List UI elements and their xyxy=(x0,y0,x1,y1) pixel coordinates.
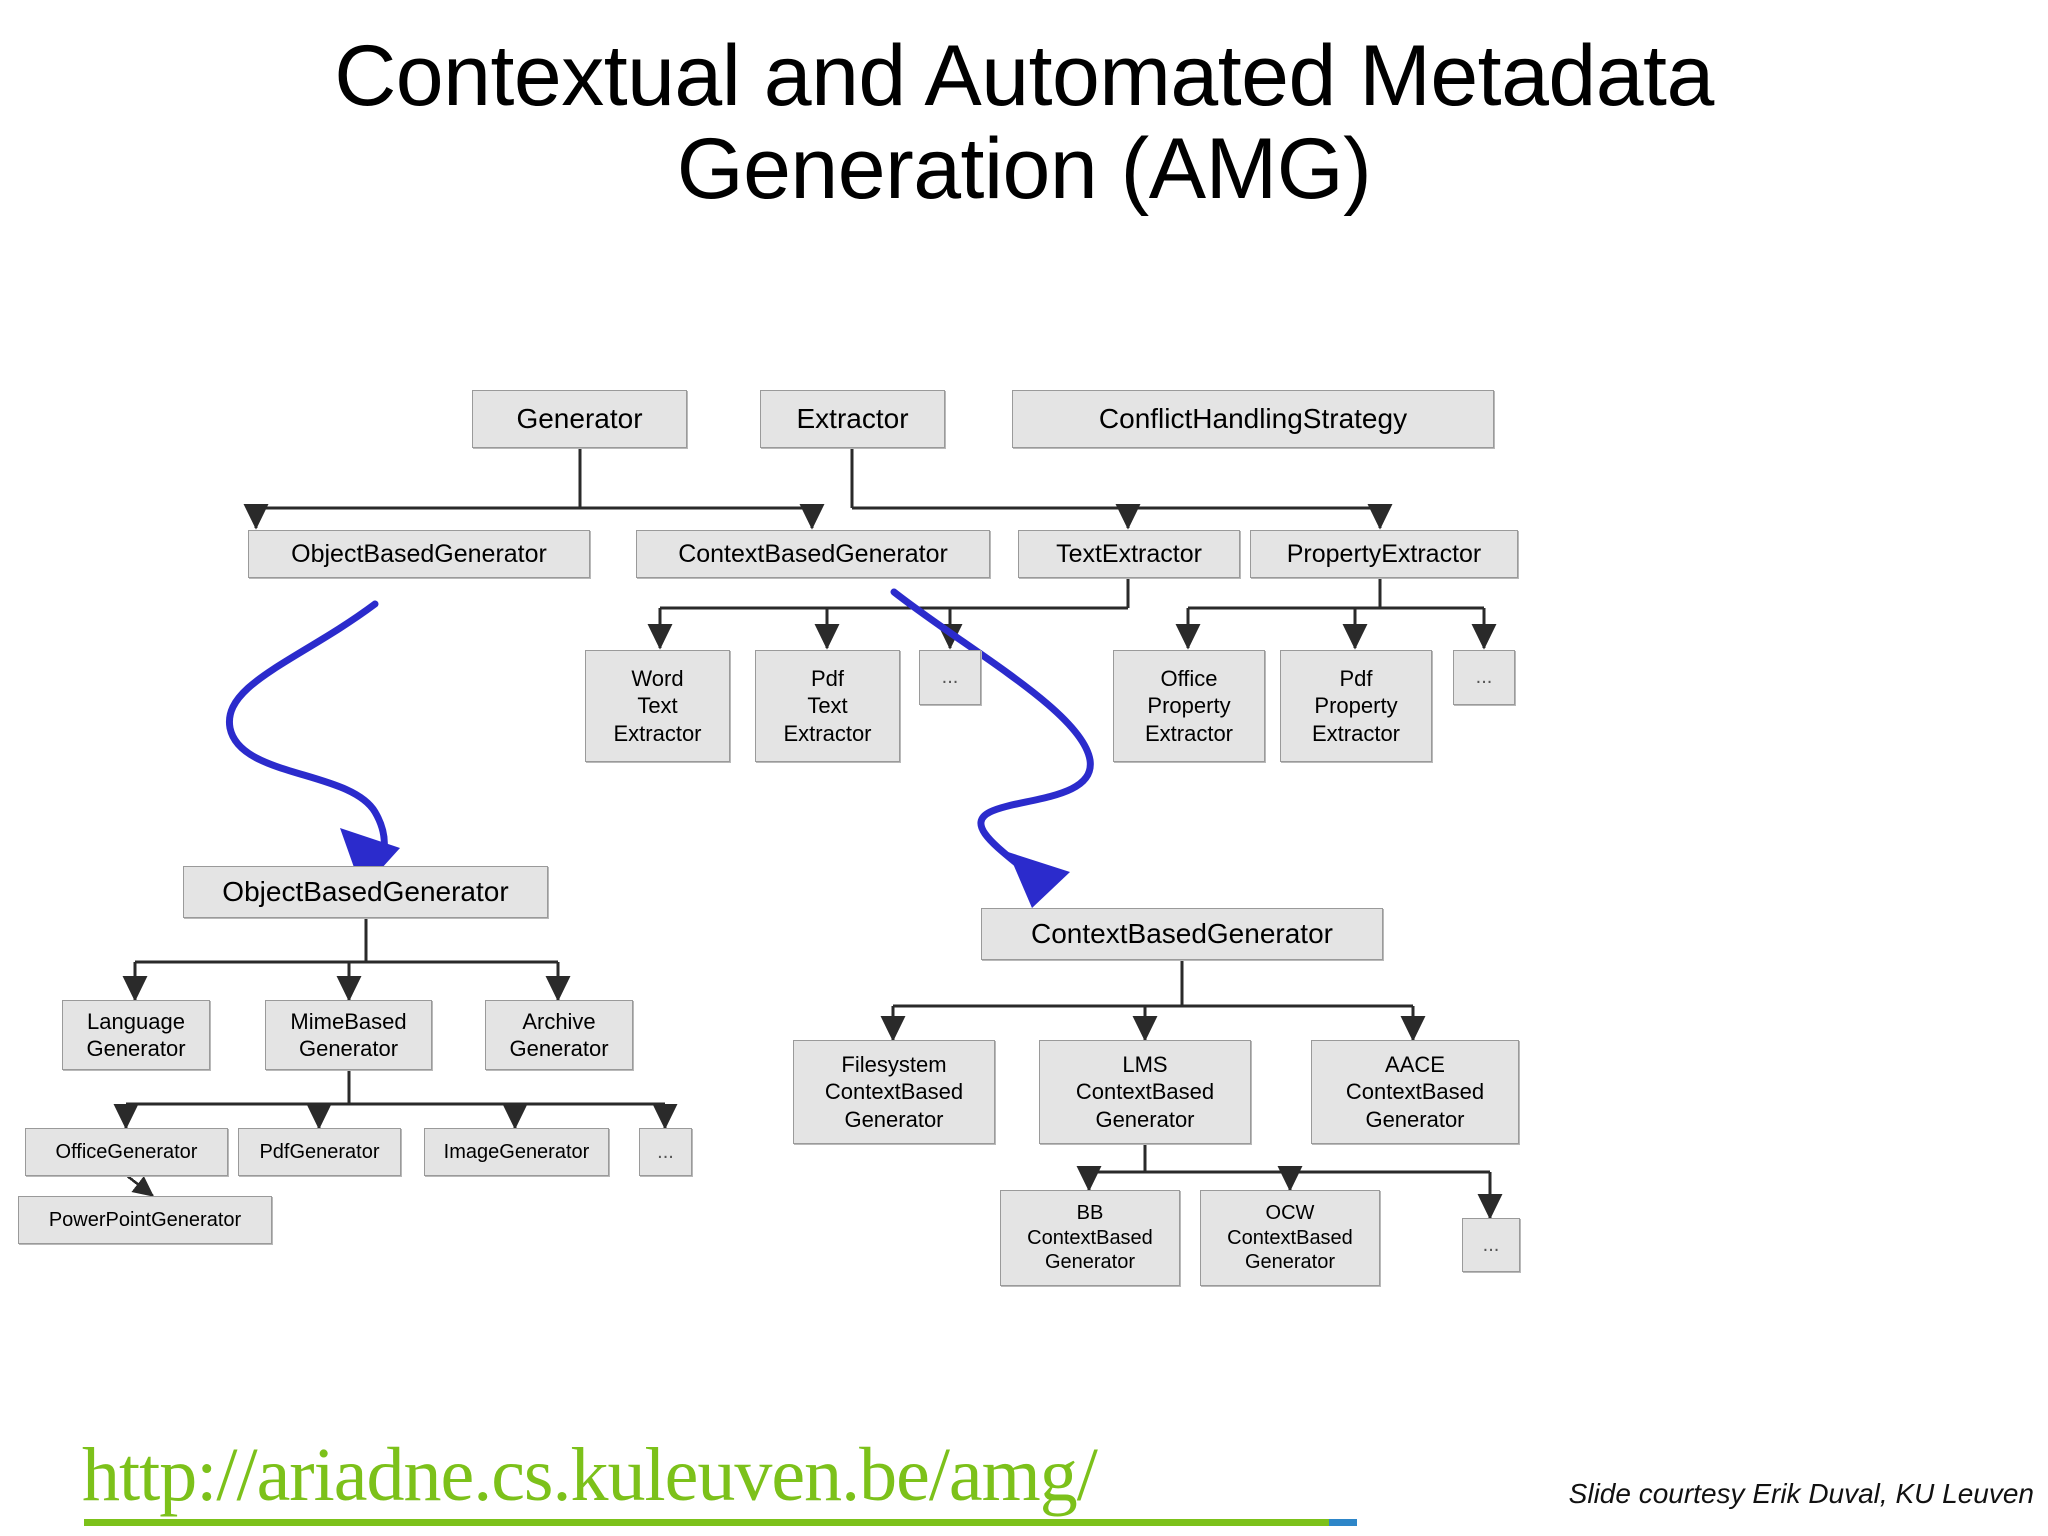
zoom-arrow-context-based-path xyxy=(890,588,1094,882)
node-object-based-generator[interactable]: ObjectBasedGenerator xyxy=(248,530,590,578)
node-pdf-generator[interactable]: PdfGenerator xyxy=(238,1128,401,1176)
page-title-line-1: Contextual and Automated Metadata xyxy=(334,28,1714,124)
node-extractor[interactable]: Extractor xyxy=(760,390,945,448)
node-property-extractor-more[interactable]: ... xyxy=(1453,650,1515,705)
zoom-arrow-object-based-head xyxy=(340,828,400,890)
node-office-property-extractor[interactable]: Office Property Extractor xyxy=(1113,650,1265,762)
node-bb-context-based-generator[interactable]: BB ContextBased Generator xyxy=(1000,1190,1180,1286)
node-language-generator[interactable]: Language Generator xyxy=(62,1000,210,1070)
node-mime-based-generator[interactable]: MimeBased Generator xyxy=(265,1000,432,1070)
page-title-line-2: Generation (AMG) xyxy=(676,120,1372,217)
node-aace-context-based-generator[interactable]: AACE ContextBased Generator xyxy=(1311,1040,1519,1144)
node-text-extractor[interactable]: TextExtractor xyxy=(1018,530,1240,578)
node-pdf-text-extractor[interactable]: Pdf Text Extractor xyxy=(755,650,900,762)
node-image-generator[interactable]: ImageGenerator xyxy=(424,1128,609,1176)
node-lms-more[interactable]: ... xyxy=(1462,1218,1520,1272)
node-conflict-handling-strategy[interactable]: ConflictHandlingStrategy xyxy=(1012,390,1494,448)
node-mime-more[interactable]: ... xyxy=(639,1128,692,1176)
zoom-arrow-context-based-head xyxy=(1008,852,1070,908)
link-underline xyxy=(84,1519,1329,1526)
node-ocw-context-based-generator[interactable]: OCW ContextBased Generator xyxy=(1200,1190,1380,1286)
node-property-extractor[interactable]: PropertyExtractor xyxy=(1250,530,1518,578)
node-word-text-extractor[interactable]: Word Text Extractor xyxy=(585,650,730,762)
page-title: Contextual and Automated Metadata Genera… xyxy=(0,30,2048,216)
node-context-based-generator[interactable]: ContextBasedGenerator xyxy=(636,530,990,578)
node-text-extractor-more[interactable]: ... xyxy=(919,650,981,705)
amg-website-link[interactable]: http://ariadne.cs.kuleuven.be/amg/ xyxy=(82,1433,1098,1517)
zoom-arrow-object-based-path xyxy=(226,600,388,880)
node-powerpoint-generator[interactable]: PowerPointGenerator xyxy=(18,1196,272,1244)
node-archive-generator[interactable]: Archive Generator xyxy=(485,1000,633,1070)
link-underline-blue-tick xyxy=(1329,1519,1357,1526)
node-context-based-generator-detail[interactable]: ContextBasedGenerator xyxy=(981,908,1383,960)
node-lms-context-based-generator[interactable]: LMS ContextBased Generator xyxy=(1039,1040,1251,1144)
node-object-based-generator-detail[interactable]: ObjectBasedGenerator xyxy=(183,866,548,918)
node-generator[interactable]: Generator xyxy=(472,390,687,448)
node-filesystem-context-based-generator[interactable]: Filesystem ContextBased Generator xyxy=(793,1040,995,1144)
slide-credit: Slide courtesy Erik Duval, KU Leuven xyxy=(1568,1478,2034,1509)
node-office-generator[interactable]: OfficeGenerator xyxy=(25,1128,228,1176)
node-pdf-property-extractor[interactable]: Pdf Property Extractor xyxy=(1280,650,1432,762)
